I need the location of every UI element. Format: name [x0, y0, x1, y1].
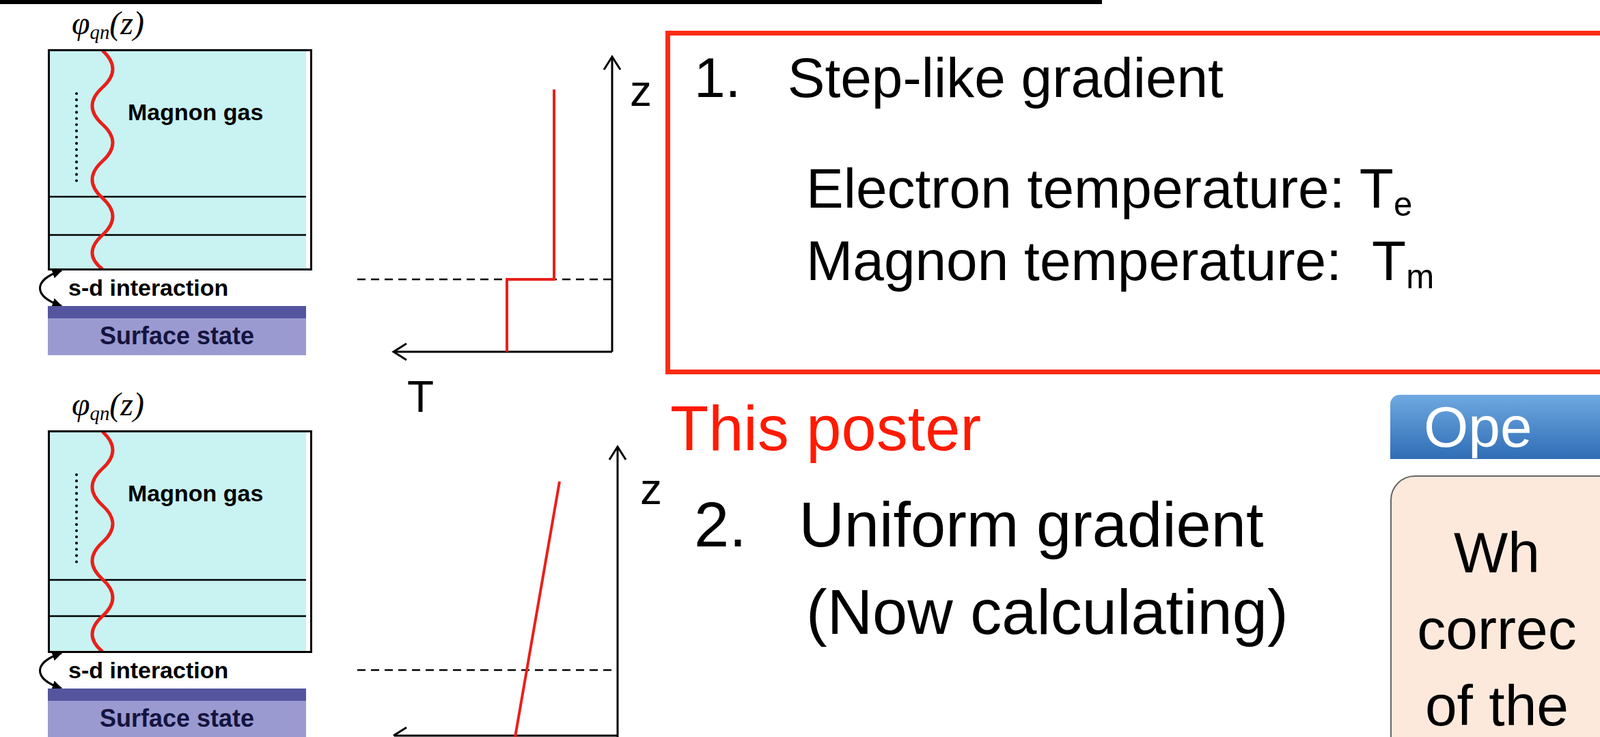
- surface-band: Surface state: [47, 306, 307, 356]
- node-text: Magnon temperature: Tm: [806, 228, 1600, 294]
- layer-line: [47, 615, 307, 618]
- z-axis: [616, 447, 619, 737]
- wavefunction-label: φqn(z): [71, 386, 145, 423]
- dots: [75, 474, 78, 565]
- interface-dash: [357, 669, 618, 672]
- axis-arrowhead: [393, 727, 407, 736]
- axis-label: T: [407, 375, 434, 419]
- magnon-box: Magnon gas: [47, 49, 313, 271]
- label-anchor: z: [629, 69, 652, 113]
- edge-label: s-d interaction: [68, 657, 229, 684]
- magnon-box: Magnon gas: [47, 430, 313, 654]
- subscript: e: [1393, 185, 1413, 224]
- layer-line: [47, 196, 307, 199]
- status-note: (Now calculating): [806, 576, 1289, 650]
- node-text: Electron temperature: Te: [806, 156, 1600, 221]
- label-anchor: This poster: [670, 392, 982, 466]
- node-text: Magnon gas: [127, 99, 311, 126]
- label-anchor: 2. Uniform gradient: [694, 489, 1264, 562]
- t-axis: [394, 351, 613, 354]
- layer-line: [47, 234, 307, 237]
- node-text: Ope: [1423, 394, 1600, 460]
- magnon-fill: [47, 430, 307, 654]
- temperature-profile: [506, 89, 555, 352]
- sd-interaction-arrow: [40, 270, 63, 307]
- label-anchor: T: [407, 375, 434, 419]
- z-axis: [611, 57, 614, 352]
- node-text: Surface state: [99, 705, 255, 733]
- magnon-wave: [92, 431, 113, 652]
- axis-label: z: [640, 467, 662, 512]
- label-anchor: φqn(z): [71, 386, 145, 423]
- axis-arrowhead: [609, 446, 626, 460]
- question-box: Wh correc of the: [1390, 475, 1600, 737]
- highlight-box: 1. Step-like gradientElectron temperatur…: [665, 30, 1600, 375]
- surface-band: Surface state: [47, 688, 307, 737]
- label-anchor: s-d interaction: [68, 274, 229, 302]
- layer-line: [47, 579, 307, 582]
- poster-note: This poster: [670, 392, 982, 466]
- label-anchor: s-d interaction: [68, 657, 229, 684]
- sd-interaction-arrow: [40, 653, 63, 689]
- temperature-profile: [515, 481, 560, 737]
- dots: [75, 93, 78, 184]
- subscript: qn: [90, 402, 110, 425]
- interface-dash: [357, 278, 613, 281]
- case-heading: 2. Uniform gradient: [694, 489, 1264, 562]
- subscript: qn: [90, 21, 110, 44]
- axis-arrowhead: [603, 56, 621, 70]
- top-rule: [0, 0, 1102, 5]
- axis-arrowhead: [393, 343, 407, 361]
- subscript: m: [1405, 257, 1434, 296]
- axis-label: z: [629, 69, 652, 113]
- magnon-fill: [47, 49, 307, 271]
- t-axis: [394, 735, 618, 737]
- section-tab: Ope: [1390, 394, 1600, 460]
- node-text: Surface state: [99, 322, 255, 350]
- magnon-wave: [92, 50, 113, 270]
- label-anchor: φqn(z): [71, 5, 145, 42]
- node-text: 1. Step-like gradient: [694, 45, 1600, 110]
- wavefunction-label: φqn(z): [71, 5, 145, 42]
- label-anchor: z: [640, 467, 662, 512]
- label-anchor: (Now calculating): [806, 576, 1289, 650]
- edge-label: s-d interaction: [68, 274, 229, 302]
- node-text: Wh correc of the: [1401, 514, 1593, 737]
- node-text: Magnon gas: [127, 480, 311, 507]
